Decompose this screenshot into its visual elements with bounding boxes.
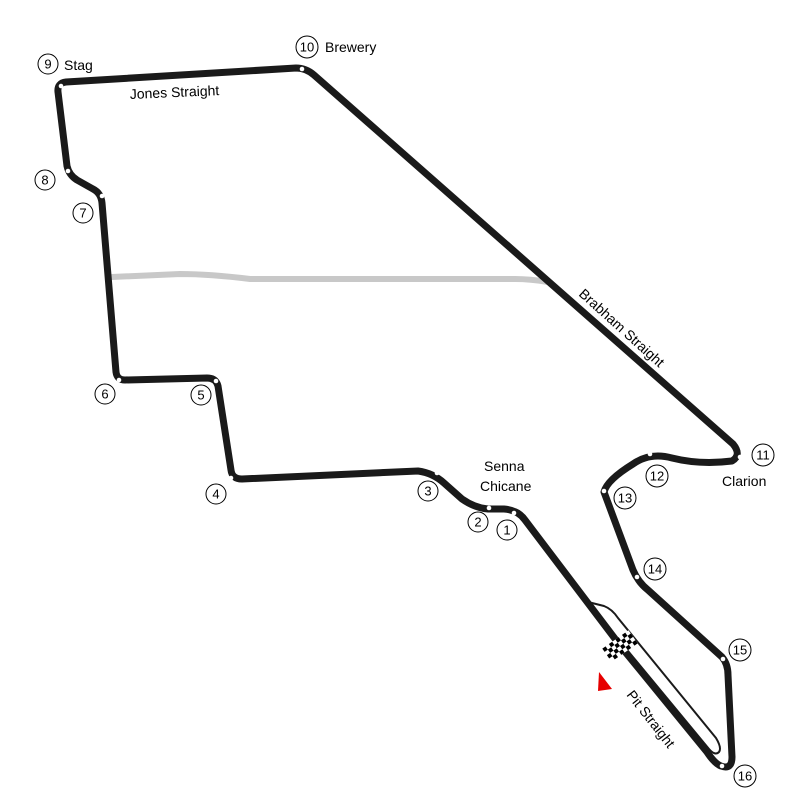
apex-dot (434, 470, 440, 476)
label-pit-straight: Pit Straight (624, 687, 679, 751)
corner-number: 4 (212, 487, 219, 502)
apex-dot (720, 656, 726, 662)
corner-number: 10 (300, 40, 314, 55)
label-brabham-straight: Brabham Straight (576, 285, 668, 370)
apex-dot (213, 378, 219, 384)
label-senna-line1: Senna (484, 458, 525, 474)
corner-marker-2: 2 (467, 511, 489, 533)
apex-dot (601, 488, 607, 494)
apex-dot (737, 454, 743, 460)
corner-number: 15 (733, 643, 747, 658)
apex-dot (719, 763, 725, 769)
apex-dot (99, 193, 105, 199)
label-jones-straight: Jones Straight (129, 82, 219, 102)
corner-number: 5 (197, 388, 204, 403)
corner-number: 11 (756, 448, 770, 463)
corner-marker-6: 6 (94, 383, 116, 405)
corner-marker-5: 5 (190, 384, 212, 406)
label-senna-line2: Chicane (480, 478, 532, 494)
apex-dot (65, 168, 71, 174)
corner-number: 8 (41, 173, 48, 188)
corner-marker-4: 4 (205, 483, 227, 505)
apex-dot (634, 574, 640, 580)
corner-number: 7 (79, 206, 86, 221)
corner-marker-16: 16 (733, 764, 757, 788)
corner-number: 9 (44, 57, 51, 72)
corner-marker-11: 11 (751, 443, 775, 467)
apex-dot (486, 505, 492, 511)
apex-dot (511, 510, 517, 516)
corner-marker-10: 10 (295, 35, 319, 59)
track-path (54, 64, 741, 771)
apex-dot (58, 83, 64, 89)
corner-number: 2 (474, 515, 481, 530)
corner-number: 1 (503, 523, 510, 538)
label-brewery: Brewery (325, 39, 376, 55)
corner-apex-dots (58, 66, 743, 769)
unused-road-section (109, 271, 551, 285)
corner-marker-12: 12 (645, 464, 669, 488)
corner-number: 3 (424, 484, 431, 499)
corner-marker-8: 8 (34, 169, 56, 191)
apex-dot (228, 475, 234, 481)
label-stag: Stag (64, 57, 93, 73)
pit-lane (587, 601, 721, 755)
apex-dot (299, 66, 305, 72)
corner-marker-3: 3 (417, 480, 439, 502)
corner-markers: 1 2 3 4 5 6 7 8 (34, 35, 775, 788)
corner-marker-7: 7 (72, 202, 94, 224)
label-clarion: Clarion (722, 473, 766, 489)
corner-marker-13: 13 (613, 486, 637, 510)
corner-marker-14: 14 (643, 557, 667, 581)
corner-marker-1: 1 (496, 519, 518, 541)
start-direction-arrow-icon (598, 672, 612, 691)
corner-marker-15: 15 (728, 638, 752, 662)
corner-number: 14 (648, 562, 662, 577)
apex-dot (647, 451, 653, 457)
checkered-flag-icon (602, 630, 638, 662)
corner-number: 13 (618, 491, 632, 506)
corner-number: 6 (101, 387, 108, 402)
corner-marker-9: 9 (37, 53, 59, 75)
corner-number: 12 (650, 469, 664, 484)
corner-number: 16 (738, 769, 752, 784)
apex-dot (116, 377, 122, 383)
